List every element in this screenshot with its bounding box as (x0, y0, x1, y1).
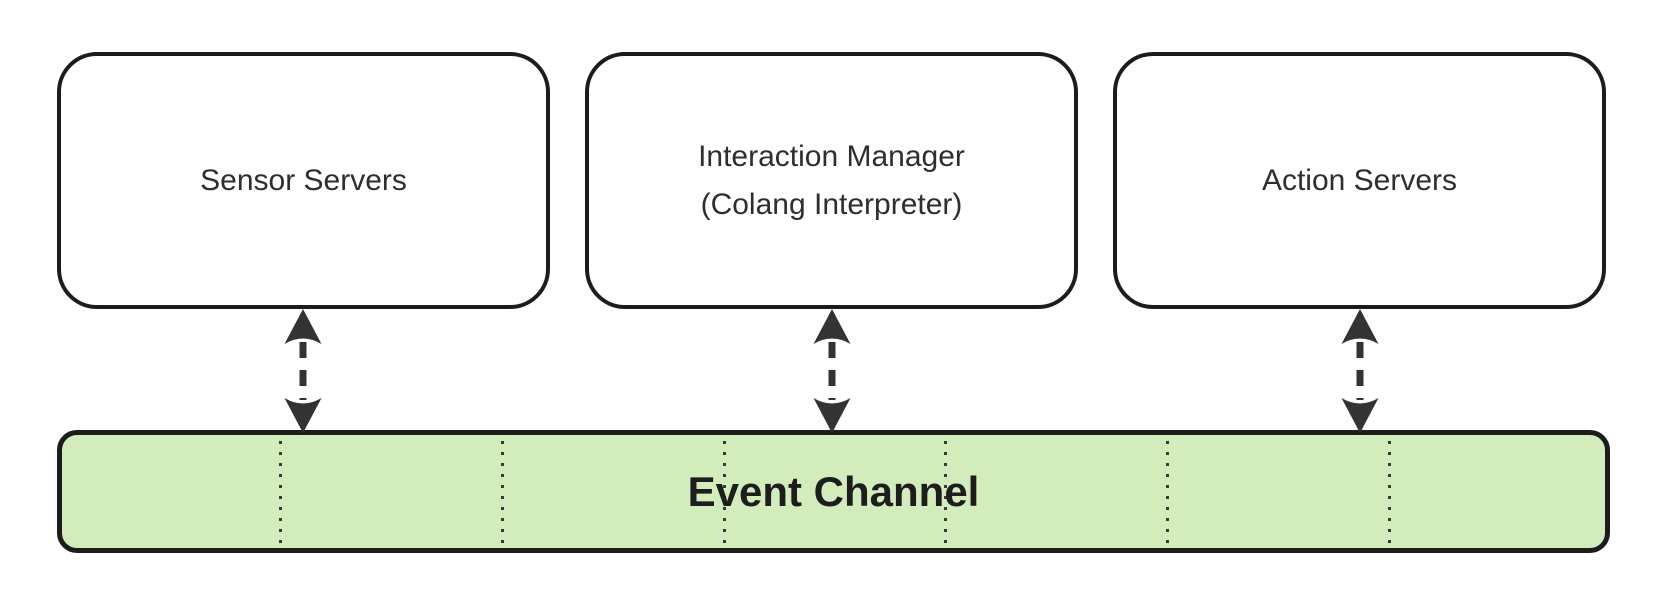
bidirectional-arrow-action (1341, 309, 1379, 433)
node-sensor-servers-label: Sensor Servers (200, 163, 407, 197)
event-channel-label: Event Channel (687, 467, 980, 515)
channel-divider (1166, 441, 1169, 543)
channel-divider (501, 441, 504, 543)
channel-divider (1388, 441, 1391, 543)
channel-divider (944, 441, 947, 543)
bidirectional-arrow-interaction-manager (813, 309, 851, 433)
node-sensor-servers: Sensor Servers (57, 52, 550, 309)
node-interaction-manager: Interaction Manager (Colang Interpreter) (585, 52, 1078, 309)
event-channel-bar: Event Channel (57, 430, 1610, 553)
channel-divider (723, 441, 726, 543)
node-interaction-manager-label: Interaction Manager (Colang Interpreter) (698, 139, 965, 221)
channel-divider (279, 441, 282, 543)
node-action-servers: Action Servers (1113, 52, 1606, 309)
bidirectional-arrow-sensor (284, 309, 322, 433)
node-action-servers-label: Action Servers (1261, 163, 1458, 197)
